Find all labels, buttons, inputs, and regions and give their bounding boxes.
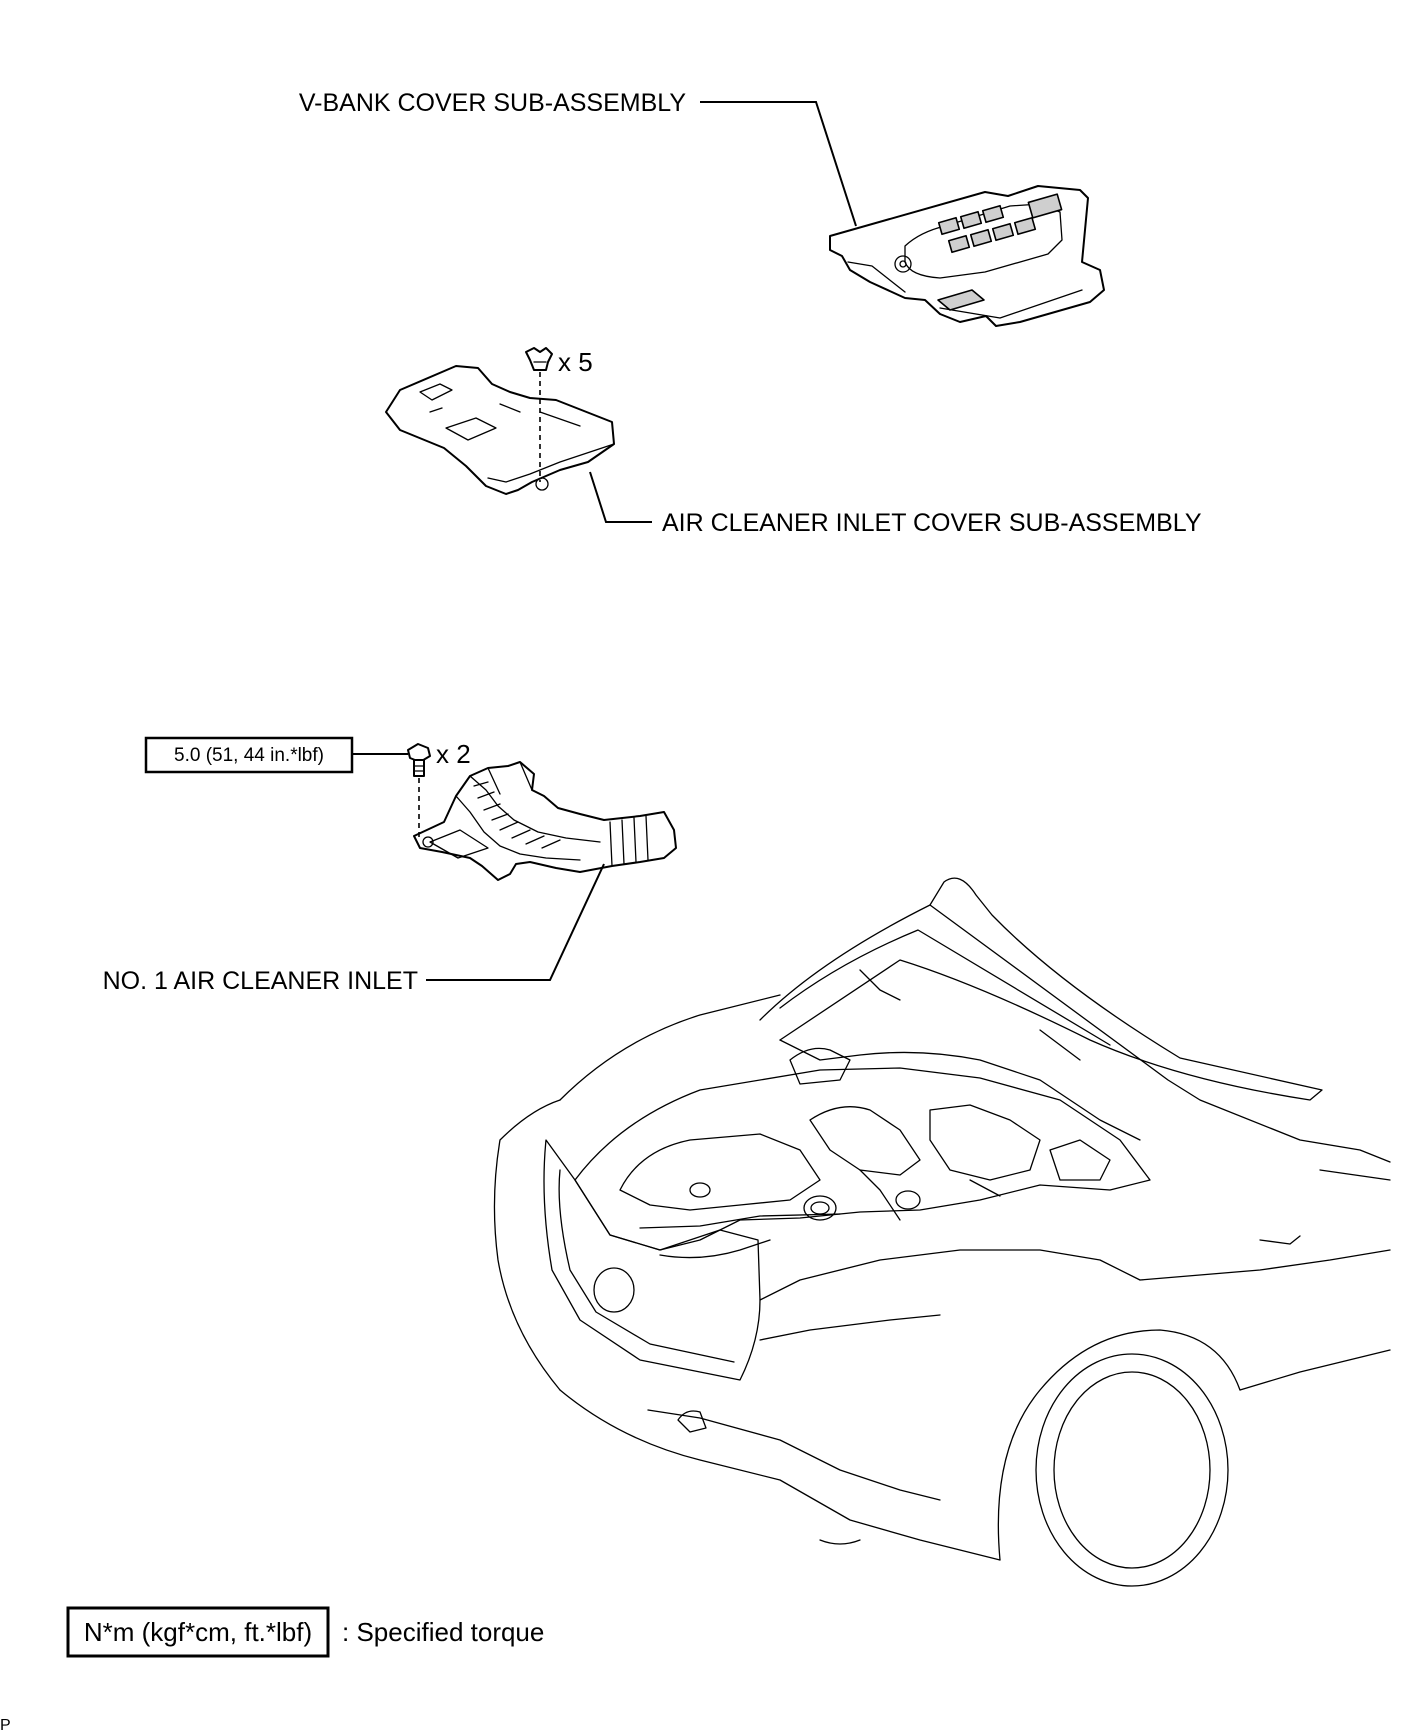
no1-inlet-leader-line <box>426 863 605 981</box>
air-cleaner-inlet-cover-label: AIR CLEANER INLET COVER SUB-ASSEMBLY <box>662 509 1202 537</box>
legend-description: : Specified torque <box>342 1617 544 1647</box>
clip-quantity: x 5 <box>558 347 593 377</box>
air-cleaner-inlet-cover-part <box>385 365 615 495</box>
torque-box <box>144 736 354 774</box>
v-bank-cover-part <box>829 185 1105 327</box>
v-bank-cover-label: V-BANK COVER SUB-ASSEMBLY <box>299 89 686 117</box>
legend-unit-box <box>66 1606 330 1658</box>
no1-air-cleaner-inlet-part <box>413 761 677 881</box>
v-bank-cover-leader-line <box>700 101 857 227</box>
bolt-fastener <box>407 743 431 777</box>
inlet-cover-leader-line <box>589 471 652 523</box>
corner-mark: P <box>0 1717 11 1734</box>
torque-value: 5.0 (51, 44 in.*lbf) <box>174 745 324 766</box>
clip-fastener <box>525 347 553 371</box>
legend-unit-text: N*m (kgf*cm, ft.*lbf) <box>84 1617 312 1647</box>
bolt-quantity: x 2 <box>436 739 471 769</box>
no1-air-cleaner-inlet-label: NO. 1 AIR CLEANER INLET <box>103 967 418 995</box>
vehicle-illustration <box>493 877 1391 1587</box>
